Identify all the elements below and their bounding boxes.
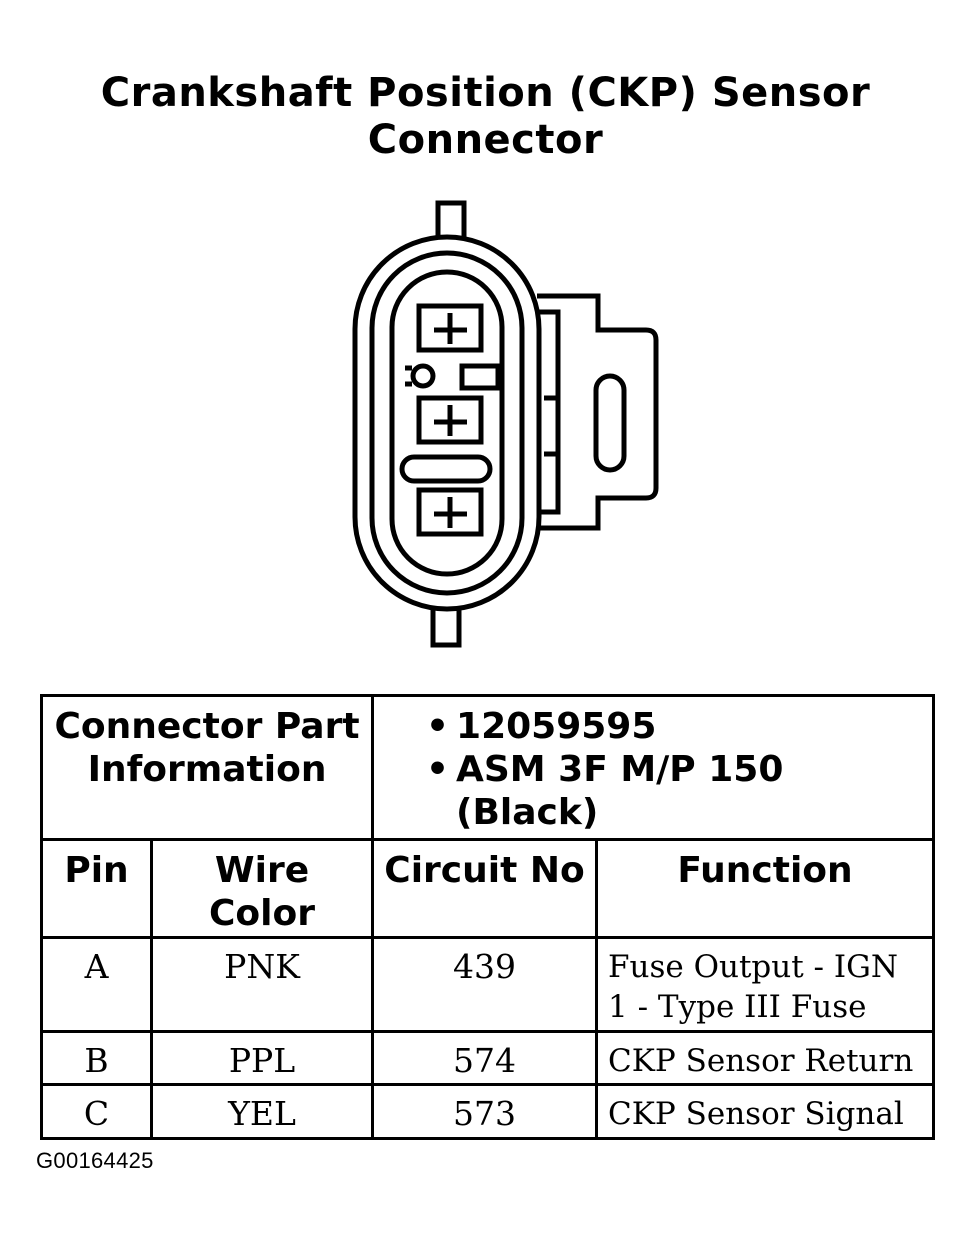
assembly-item: •ASM 3F M/P 150 [426, 748, 932, 791]
assembly-description: ASM 3F M/P 150 [456, 749, 784, 790]
keying-bar [399, 454, 493, 484]
function-line-1: CKP Sensor Return [608, 1043, 914, 1079]
latch-slot [593, 373, 627, 473]
part-number: 12059595 [456, 706, 657, 747]
title-line-2: Connector [367, 117, 604, 163]
function-cell: CKP Sensor Signal [595, 1083, 936, 1140]
connector-info-table: Connector Part Information •12059595 •AS… [39, 694, 936, 1140]
header-circuit-no: Circuit No [371, 838, 599, 939]
circuit-no-cell: 439 [371, 936, 599, 1033]
figure-id: G00164425 [36, 1148, 154, 1173]
pin-cell: A [40, 936, 153, 1033]
header-wire-color: Wire Color [149, 838, 375, 939]
ckp-connector-diagram [352, 200, 659, 648]
title-line-1: Crankshaft Position (CKP) Sensor [100, 70, 871, 116]
part-info-row: Connector Part Information •12059595 •AS… [39, 694, 936, 841]
connector-side-latch [537, 293, 659, 531]
pin-cell: B [40, 1030, 153, 1086]
wire-color-cell: PPL [149, 1030, 375, 1086]
connector-bottom-tab [430, 602, 462, 648]
part-info-label: Connector Part Information [39, 694, 375, 841]
bullet-icon: • [426, 749, 450, 790]
assembly-color: (Black) [456, 792, 599, 833]
table-row: B PPL 574 CKP Sensor Return [40, 1030, 936, 1086]
table-header-row: Pin Wire Color Circuit No Function [40, 838, 936, 939]
pin-cell: C [40, 1083, 153, 1140]
part-number-item: •12059595 [426, 705, 932, 748]
keying-notch [459, 363, 501, 391]
part-info-label-line-1: Connector Part [54, 706, 360, 747]
function-line-2: 1 - Type III Fuse [608, 989, 867, 1025]
function-line-1: CKP Sensor Signal [608, 1096, 904, 1132]
circuit-no-cell: 573 [371, 1083, 599, 1140]
keying-circle [410, 363, 436, 389]
function-line-1: Fuse Output - IGN [608, 949, 899, 985]
latch-inner-step [537, 309, 561, 515]
header-function: Function [595, 838, 936, 939]
circuit-no-cell: 574 [371, 1030, 599, 1086]
function-cell: CKP Sensor Return [595, 1030, 936, 1086]
function-cell: Fuse Output - IGN 1 - Type III Fuse [595, 936, 936, 1033]
header-wire-color-line-1: Wire [214, 850, 310, 891]
header-wire-color-line-2: Color [209, 893, 315, 934]
table-row: A PNK 439 Fuse Output - IGN 1 - Type III… [40, 936, 936, 1033]
connector-inner-shell [369, 250, 525, 596]
wire-color-cell: PNK [149, 936, 375, 1033]
terminal-cavity [389, 269, 505, 577]
diagram-title: Crankshaft Position (CKP) Sensor Connect… [0, 70, 971, 164]
part-info-label-line-2: Information [87, 749, 327, 790]
table-row: C YEL 573 CKP Sensor Signal [40, 1083, 936, 1140]
part-info-values: •12059595 •ASM 3F M/P 150 (Black) [371, 694, 936, 841]
terminal-plus-icon [416, 395, 484, 445]
header-pin: Pin [40, 838, 153, 939]
terminal-plus-icon [416, 303, 484, 353]
wire-color-cell: YEL [149, 1083, 375, 1140]
terminal-plus-icon [416, 487, 484, 537]
bullet-icon: • [426, 706, 450, 747]
